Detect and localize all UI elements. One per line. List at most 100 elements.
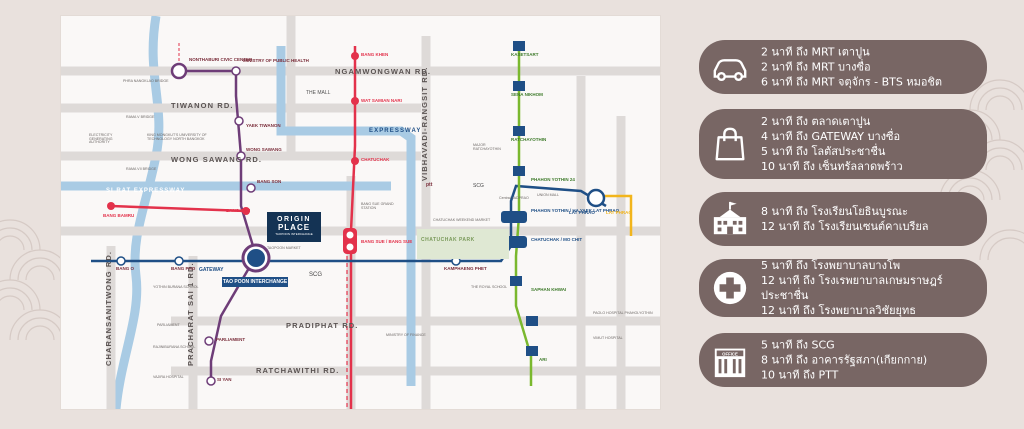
info-line: 4 นาที ถึง GATEWAY บางซื่อ (761, 130, 901, 143)
srt-red-line (349, 46, 357, 409)
info-line: 8 นาที ถึง อาคารรัฐสภา(เกียกกาย) (761, 353, 928, 367)
place-phra-nangklao: PHRA NANGKLAO BRIDGE (123, 79, 169, 83)
place-taopoon-market: TAOPOON MARKET (267, 246, 301, 250)
info-line: 5 นาที ถึง โรงพยาบาลบางโพ (761, 259, 901, 272)
place-ministry-finance: MINISTRY OF FINANCE (386, 333, 426, 337)
info-line: 2 นาที ถึง MRT เตาปูน (761, 45, 870, 59)
info-line: 10 นาที ถึง เซ็นทรัลลาดพร้าว (761, 160, 903, 173)
info-line: 12 นาที ถึง โรงเรียนเซนต์คาเบรียล (761, 220, 929, 233)
station-yaek-tiwanon: YAEK TIWANON (246, 123, 281, 128)
station-sena-nikhom: SENA NIKHOM (511, 92, 543, 97)
mrt-blue-line (91, 184, 607, 263)
info-pill-school: 8 นาที ถึง โรงเรียนโยธินบูรณะ 12 นาที ถึ… (699, 192, 987, 246)
station-parliament: PARLIAMENT (216, 337, 246, 342)
place-central: Central LADPRAO (499, 196, 529, 200)
shopping-bag-icon (715, 127, 745, 161)
info-line: 12 นาที ถึง โรงเรพยาบาลเกษมราษฎร์ ประชาช… (761, 274, 943, 302)
station-bang-sue: BANG SUE / BANG SUE (361, 239, 413, 244)
place-union-mall: UNION MALL (537, 193, 559, 197)
station-lat-phrao: LAT PHRAO (569, 210, 595, 215)
place-vajira: VAJIRA HOSPITAL (153, 375, 184, 379)
station-bang-son: BANG SON (257, 179, 282, 184)
station-markers (107, 52, 606, 386)
expressway (276, 46, 416, 386)
station-chatuchak-red: CHATUCHAK (361, 157, 390, 162)
station-bang-pho: BANG PHO (171, 266, 196, 271)
place-rajabopit: RAJINIBURANA SCHOOL (153, 345, 196, 349)
hospital-list: 5 นาที ถึง โรงพยาบาลบางโพ 12 นาที ถึง โร… (761, 258, 987, 318)
place-rama7-bridge: RAMA VII BRIDGE (126, 167, 157, 171)
road-pradiphat: PRADIPHAT RD. (286, 321, 359, 330)
place-yothin-burana: YOTHIN BURANA SCHOOL (153, 285, 199, 289)
road-charansanitwong: CHARANSANITWONG RD. (104, 250, 113, 366)
place-parliament: PARLIAMENT (157, 323, 180, 327)
road-ratchawithi: RATCHAWITHI RD. (256, 366, 340, 375)
place-bang-sue-grand: BANG SUE GRAND STATION (361, 202, 394, 210)
station-bang-bamru: BANG BAMRU (103, 213, 135, 218)
place-ptt: ptt (426, 182, 433, 188)
road-pracharat-sai1: PRACHARAT SAI 1 RD. (186, 262, 195, 366)
info-line: 2 นาที ถึง MRT บางซื่อ (761, 60, 871, 74)
station-bang-khen: BANG KHEN (361, 52, 389, 57)
location-map: CHATUCHAK PARK NGAMWONGWAN RD. TIWANON R… (61, 16, 660, 409)
school-icon (713, 201, 747, 235)
hospital-cross-icon (713, 271, 747, 305)
station-phahon-yothin: PHAHON YOTHIN / HA YAEK LAT PHRAO (531, 208, 620, 213)
station-kasetsart: KASETSART (511, 52, 539, 57)
station-wat-samian-nari: WAT SAMIAN NARI (361, 98, 402, 103)
place-major: MAJOR RATCHAYOTHIN (473, 143, 501, 151)
station-lat-phrao-yellow: LAT PHRAO (606, 210, 632, 215)
mrt-purple-line (179, 69, 258, 381)
chatuchak-park: CHATUCHAK PARK (417, 229, 509, 259)
place-gateway: GATEWAY (199, 267, 224, 273)
place-paolo: PAOLO HOSPITAL PHAHOLYOTHIN (593, 311, 653, 315)
info-line: 5 นาที ถึง โลตัสประชาชื่น (761, 145, 886, 158)
red-line-west (110, 204, 247, 213)
station-si-yan: SI YAN (217, 377, 232, 382)
chao-phraya-river (111, 16, 164, 409)
place-scg2: SCG (473, 183, 484, 189)
station-bang-son-red: BANG SON (226, 208, 251, 213)
station-bang-o: BANG O (116, 266, 134, 271)
origin-place-logo: ORIGIN PLACE TAOPOON INTERCHANGE (267, 212, 321, 242)
office-building-icon: OFFICE (714, 348, 746, 378)
road-ngamwongwan: NGAMWONGWAN RD. (335, 67, 432, 76)
place-scg: SCG (309, 272, 323, 278)
station-ari: ARI (539, 357, 547, 362)
station-phahon-yothin24: PHAHON YOTHIN 24 (531, 177, 575, 182)
station-saphan-khwai: SAPHAN KHWAI (531, 287, 567, 292)
shopping-list: 2 นาที ถึง ตลาดเตาปูน 4 นาที ถึง GATEWAY… (761, 114, 903, 174)
place-royal-school: THE ROYAL SCHOOL (471, 285, 508, 289)
school-list: 8 นาที ถึง โรงเรียนโยธินบูรณะ 12 นาที ถึ… (761, 204, 929, 234)
station-chatuchak-mo-chit: CHATUCHAK / MO CHIT (531, 237, 583, 242)
road-expressway: EXPRESSWAY (369, 128, 422, 134)
mrt-yellow-line (596, 194, 633, 236)
place-chatuchak-market: CHATUCHAK WEEKEND MARKET (433, 218, 491, 222)
travel-list: 2 นาที ถึง MRT เตาปูน 2 นาที ถึง MRT บาง… (761, 45, 942, 90)
info-pill-hospital: 5 นาที ถึง โรงพยาบาลบางโพ 12 นาที ถึง โร… (699, 259, 987, 317)
info-pill-office: OFFICE 5 นาที ถึง SCG 8 นาที ถึง อาคารรั… (699, 333, 987, 387)
place-the-mall: THE MALL (306, 90, 331, 96)
car-icon (713, 59, 747, 82)
station-ratchayothin: RATCHAYOTHIN (511, 137, 547, 142)
info-line: 5 นาที ถึง SCG (761, 338, 835, 352)
info-pill-shopping: 2 นาที ถึง ตลาดเตาปูน 4 นาที ถึง GATEWAY… (699, 109, 987, 179)
road-tiwanon: TIWANON RD. (171, 101, 234, 110)
info-line: 10 นาที ถึง PTT (761, 368, 839, 382)
place-vimut: VIMUT HOSPITAL (593, 336, 623, 340)
place-rama5-bridge: RAMA V BRIDGE (126, 115, 155, 119)
info-line: 2 นาที ถึง ตลาดเตาปูน (761, 115, 871, 128)
road-vibhavadi: VIBHAVADI-RANGSIT RD. (420, 66, 429, 182)
place-electricity: ELECTRICITY GENERATING AUTHORITY (89, 133, 113, 145)
station-ministry-health: MINISTRY OF PUBLIC HEALTH (243, 58, 309, 63)
road-si-rat: SI RAT EXPRESSWAY (106, 188, 186, 194)
office-list: 5 นาที ถึง SCG 8 นาที ถึง อาคารรัฐสภา(เก… (761, 338, 927, 383)
info-pill-travel: 2 นาที ถึง MRT เตาปูน 2 นาที ถึง MRT บาง… (699, 40, 987, 94)
info-line: 8 นาที ถึง โรงเรียนโยธินบูรณะ (761, 205, 908, 218)
map-lines (61, 16, 660, 409)
info-line: 6 นาที ถึง MRT จตุจักร - BTS หมอชิต (761, 75, 943, 89)
place-kmutnb: KING MONGKUT'S UNIVERSITY OF TECHNOLOGY … (147, 133, 207, 141)
road-wong-sawang: WONG SAWANG RD. (171, 155, 263, 164)
tao-poon-interchange-label: TAO POON INTERCHANGE (222, 277, 288, 287)
info-line: 12 นาที ถึง โรงพยาบาลวิชัยยุทธ (761, 304, 916, 317)
